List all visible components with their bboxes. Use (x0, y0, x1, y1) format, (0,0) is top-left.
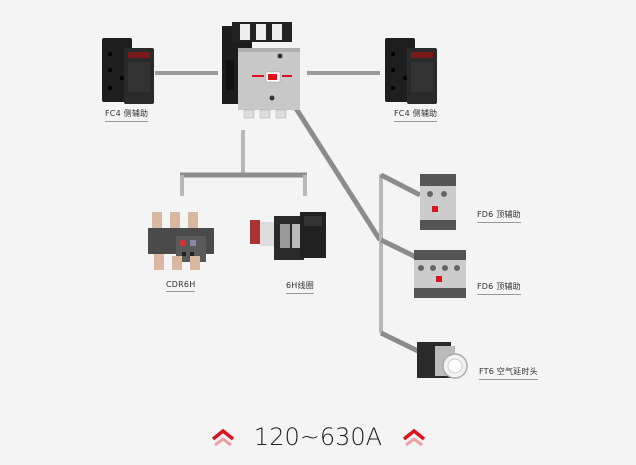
overload-relay-image (148, 212, 214, 270)
side-aux-left-image (102, 38, 154, 104)
air-timer-image (417, 342, 468, 379)
coil-label: 6H线圈 (286, 280, 314, 294)
side-aux-right-label: FC4 侧辅助 (394, 108, 438, 122)
current-range-label: 120~630A (253, 423, 383, 451)
side-aux-right-image (385, 38, 437, 104)
main-contactor-image (222, 22, 300, 119)
side-aux-left-label: FC4 侧辅助 (105, 108, 149, 122)
top-aux-4-image (414, 250, 466, 298)
connector-to-ft6 (379, 330, 422, 355)
top-aux-2-image (420, 174, 456, 230)
double-chevron-up-icon (211, 428, 235, 447)
air-timer-label: FT6 空气延时头 (479, 366, 538, 380)
overload-relay-label: CDR6H (166, 280, 196, 292)
connector-to-fd6-bottom (379, 237, 420, 261)
connector-diagonal (280, 86, 383, 242)
double-chevron-up-icon (402, 428, 426, 447)
connector-to-fd6-top (379, 172, 422, 198)
coil-image (250, 212, 326, 260)
top-aux-4-label: FD6 顶辅助 (477, 281, 521, 295)
top-aux-2-label: FD6 顶辅助 (477, 209, 521, 223)
